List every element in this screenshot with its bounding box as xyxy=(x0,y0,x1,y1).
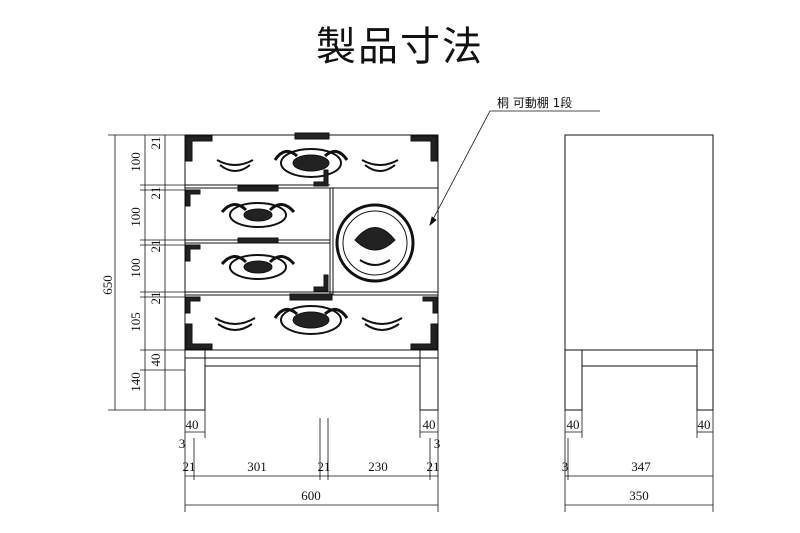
front-left-leg xyxy=(184,349,206,411)
vertical-dim-5: 140 xyxy=(128,372,143,392)
front-view xyxy=(184,132,439,411)
drawer-ornament-middle xyxy=(220,185,296,280)
total-height-dim: 650 xyxy=(100,275,115,295)
vertical-dim-3: 100 xyxy=(128,258,143,278)
door-medallion xyxy=(335,203,415,283)
callout-leader xyxy=(429,110,600,227)
total-depth-dim: 350 xyxy=(629,488,649,503)
small-vertical-dim-4: 21 xyxy=(148,292,163,305)
side-bottom-dim-1: 3 xyxy=(562,459,569,474)
callout-label: 桐 可動棚 1段 xyxy=(497,95,572,110)
vertical-dim-1: 100 xyxy=(128,152,143,172)
page-title: 製品寸法 xyxy=(316,24,484,70)
bottom-dim-4: 230 xyxy=(368,459,388,474)
small-vertical-dim-3: 21 xyxy=(148,240,163,253)
small-vertical-dim-1: 21 xyxy=(148,137,163,150)
drawer-ornament-top xyxy=(273,132,349,178)
side-right-leg xyxy=(696,349,714,411)
vertical-dim-2: 100 xyxy=(128,207,143,227)
front-right-leg xyxy=(419,349,439,411)
total-width-dim: 600 xyxy=(301,488,321,503)
drawer-ornament-bottom xyxy=(273,293,349,335)
bottom-dim-5: 21 xyxy=(427,459,440,474)
vertical-dim-4: 105 xyxy=(128,312,143,332)
front-leg-dim-left: 40 xyxy=(186,417,199,432)
front-leg-dim-right: 40 xyxy=(423,417,436,432)
side-body xyxy=(564,134,714,351)
front-small-dim-right: 3 xyxy=(434,436,441,451)
front-left-dimensions xyxy=(108,134,185,411)
small-vertical-dim-2: 21 xyxy=(148,187,163,200)
side-view xyxy=(564,134,714,411)
front-small-dim-left: 3 xyxy=(179,436,186,451)
corner-brackets xyxy=(185,135,438,350)
bottom-dim-1: 21 xyxy=(183,459,196,474)
front-bottom-dimensions xyxy=(184,410,439,512)
side-left-leg xyxy=(564,349,583,411)
bottom-dim-2: 301 xyxy=(247,459,267,474)
side-bottom-dim-2: 347 xyxy=(631,459,651,474)
side-dimensions xyxy=(564,410,714,512)
small-vertical-dim-5: 40 xyxy=(148,354,163,367)
side-leg-dim-left: 40 xyxy=(567,417,580,432)
bottom-dim-3: 21 xyxy=(318,459,331,474)
side-leg-dim-right: 40 xyxy=(698,417,711,432)
